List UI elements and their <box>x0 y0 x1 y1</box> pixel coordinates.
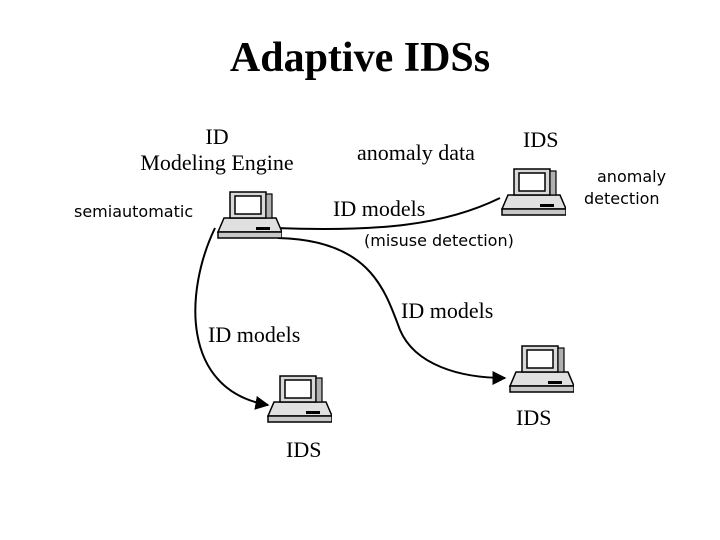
arrow-id-models-to-top-ids <box>262 197 501 235</box>
engine-computer-icon <box>216 191 282 239</box>
id-models-left-label: ID models <box>208 322 301 347</box>
slide-title: Adaptive IDSs <box>229 35 491 81</box>
anomaly-detection-label-2: detection <box>584 189 660 208</box>
bottom-ids-computer-icon <box>266 375 332 423</box>
id-models-top-label: ID models <box>333 196 426 221</box>
anomaly-detection-label-1: anomaly <box>597 167 667 186</box>
top-ids-computer-icon <box>500 168 566 216</box>
semiautomatic-label: semiautomatic <box>74 202 194 221</box>
misuse-detection-label: (misuse detection) <box>364 231 514 250</box>
right-ids-computer-icon <box>508 345 574 393</box>
bottom-ids-label: IDS <box>286 437 322 462</box>
anomaly-data-label: anomaly data <box>357 140 475 165</box>
id-models-mid-label: ID models <box>401 298 494 323</box>
engine-label-line2: Modeling Engine <box>140 150 294 175</box>
right-ids-label: IDS <box>516 405 552 430</box>
engine-label: ID Modeling Engine <box>128 124 306 176</box>
engine-label-line1: ID <box>205 124 229 149</box>
arrow-engine-to-right-ids <box>277 237 507 385</box>
arrow-engine-to-bottom-ids <box>194 227 270 410</box>
top-ids-label: IDS <box>523 127 559 152</box>
